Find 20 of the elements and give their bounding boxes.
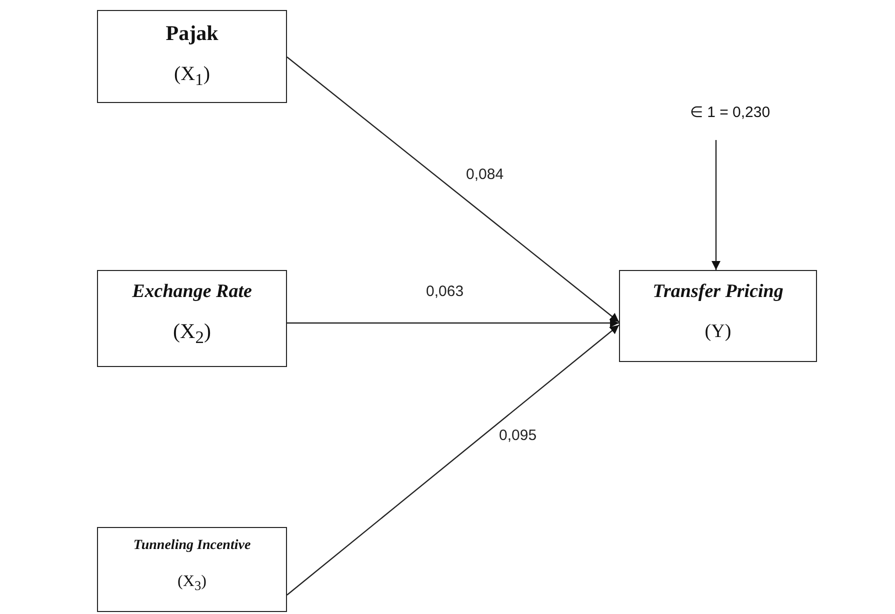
arrow [712, 140, 720, 270]
edge-label: 0,084 [464, 166, 506, 183]
variable-name: Transfer Pricing [652, 281, 784, 303]
edge-label: 0,063 [424, 283, 466, 300]
variable-symbol: (X$_{2}$) [172, 319, 212, 348]
arrow [286, 56, 620, 322]
variable-name: Exchange Rate [131, 281, 253, 303]
variable-box [97, 270, 287, 367]
arrow [287, 318, 619, 328]
arrow [286, 324, 620, 596]
variable-symbol: (X$_{3}$) [176, 573, 208, 594]
variable-name: Tunneling Incentive [132, 538, 252, 554]
error-term: ∈ 1 = 0,230 [688, 103, 772, 121]
variable-box [97, 10, 287, 103]
variable-box [97, 527, 287, 612]
variable-symbol: (Y) [704, 321, 732, 343]
edge-label: 0,095 [497, 427, 539, 444]
variable-name: Pajak [164, 21, 220, 46]
variable-symbol: (X$_{1}$) [172, 63, 212, 90]
variable-box [619, 270, 817, 362]
